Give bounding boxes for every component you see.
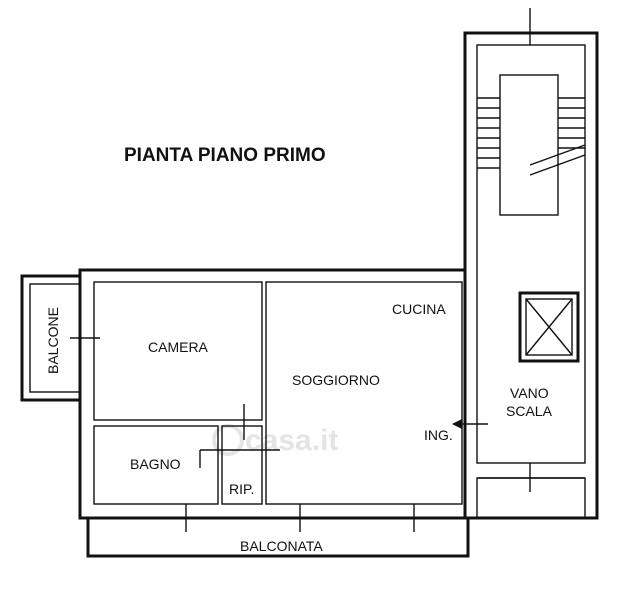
elevator-shaft xyxy=(518,291,580,363)
apartment-outer-wall xyxy=(78,268,467,520)
tower-inner-wall xyxy=(476,44,586,464)
soggiorno-room xyxy=(265,281,463,505)
vano-scala-label-line1: VANO xyxy=(510,385,549,401)
cucina-label: CUCINA xyxy=(392,301,446,317)
balconata xyxy=(86,518,470,558)
balcone-label: BALCONE xyxy=(45,307,61,374)
bagno-label: BAGNO xyxy=(130,456,181,472)
balcone: BALCONE xyxy=(20,274,100,402)
vano-scala-label-line2: SCALA xyxy=(506,403,553,419)
tower-base-room xyxy=(476,477,586,519)
soggiorno-label: SOGGIORNO xyxy=(292,372,380,388)
stair-well xyxy=(499,74,559,216)
balconata-label: BALCONATA xyxy=(240,538,323,554)
stair-tower xyxy=(463,8,599,520)
ripostiglio-label: RIP. xyxy=(229,481,254,497)
ripostiglio-room xyxy=(221,425,263,505)
elevator-cabin xyxy=(525,298,573,356)
camera-label: CAMERA xyxy=(148,339,209,355)
entrance-arrow-icon xyxy=(452,419,488,429)
balconata-rail xyxy=(86,518,470,558)
stair-steps xyxy=(477,97,586,176)
bagno-room xyxy=(93,425,219,505)
elevator-cross-b xyxy=(525,298,573,356)
tower-outer-wall xyxy=(463,31,599,520)
camera-room xyxy=(93,281,263,421)
ingresso-label: ING. xyxy=(424,427,453,443)
watermark-text: casa.it xyxy=(245,424,338,457)
plan-title: PIANTA PIANO PRIMO xyxy=(124,145,326,166)
